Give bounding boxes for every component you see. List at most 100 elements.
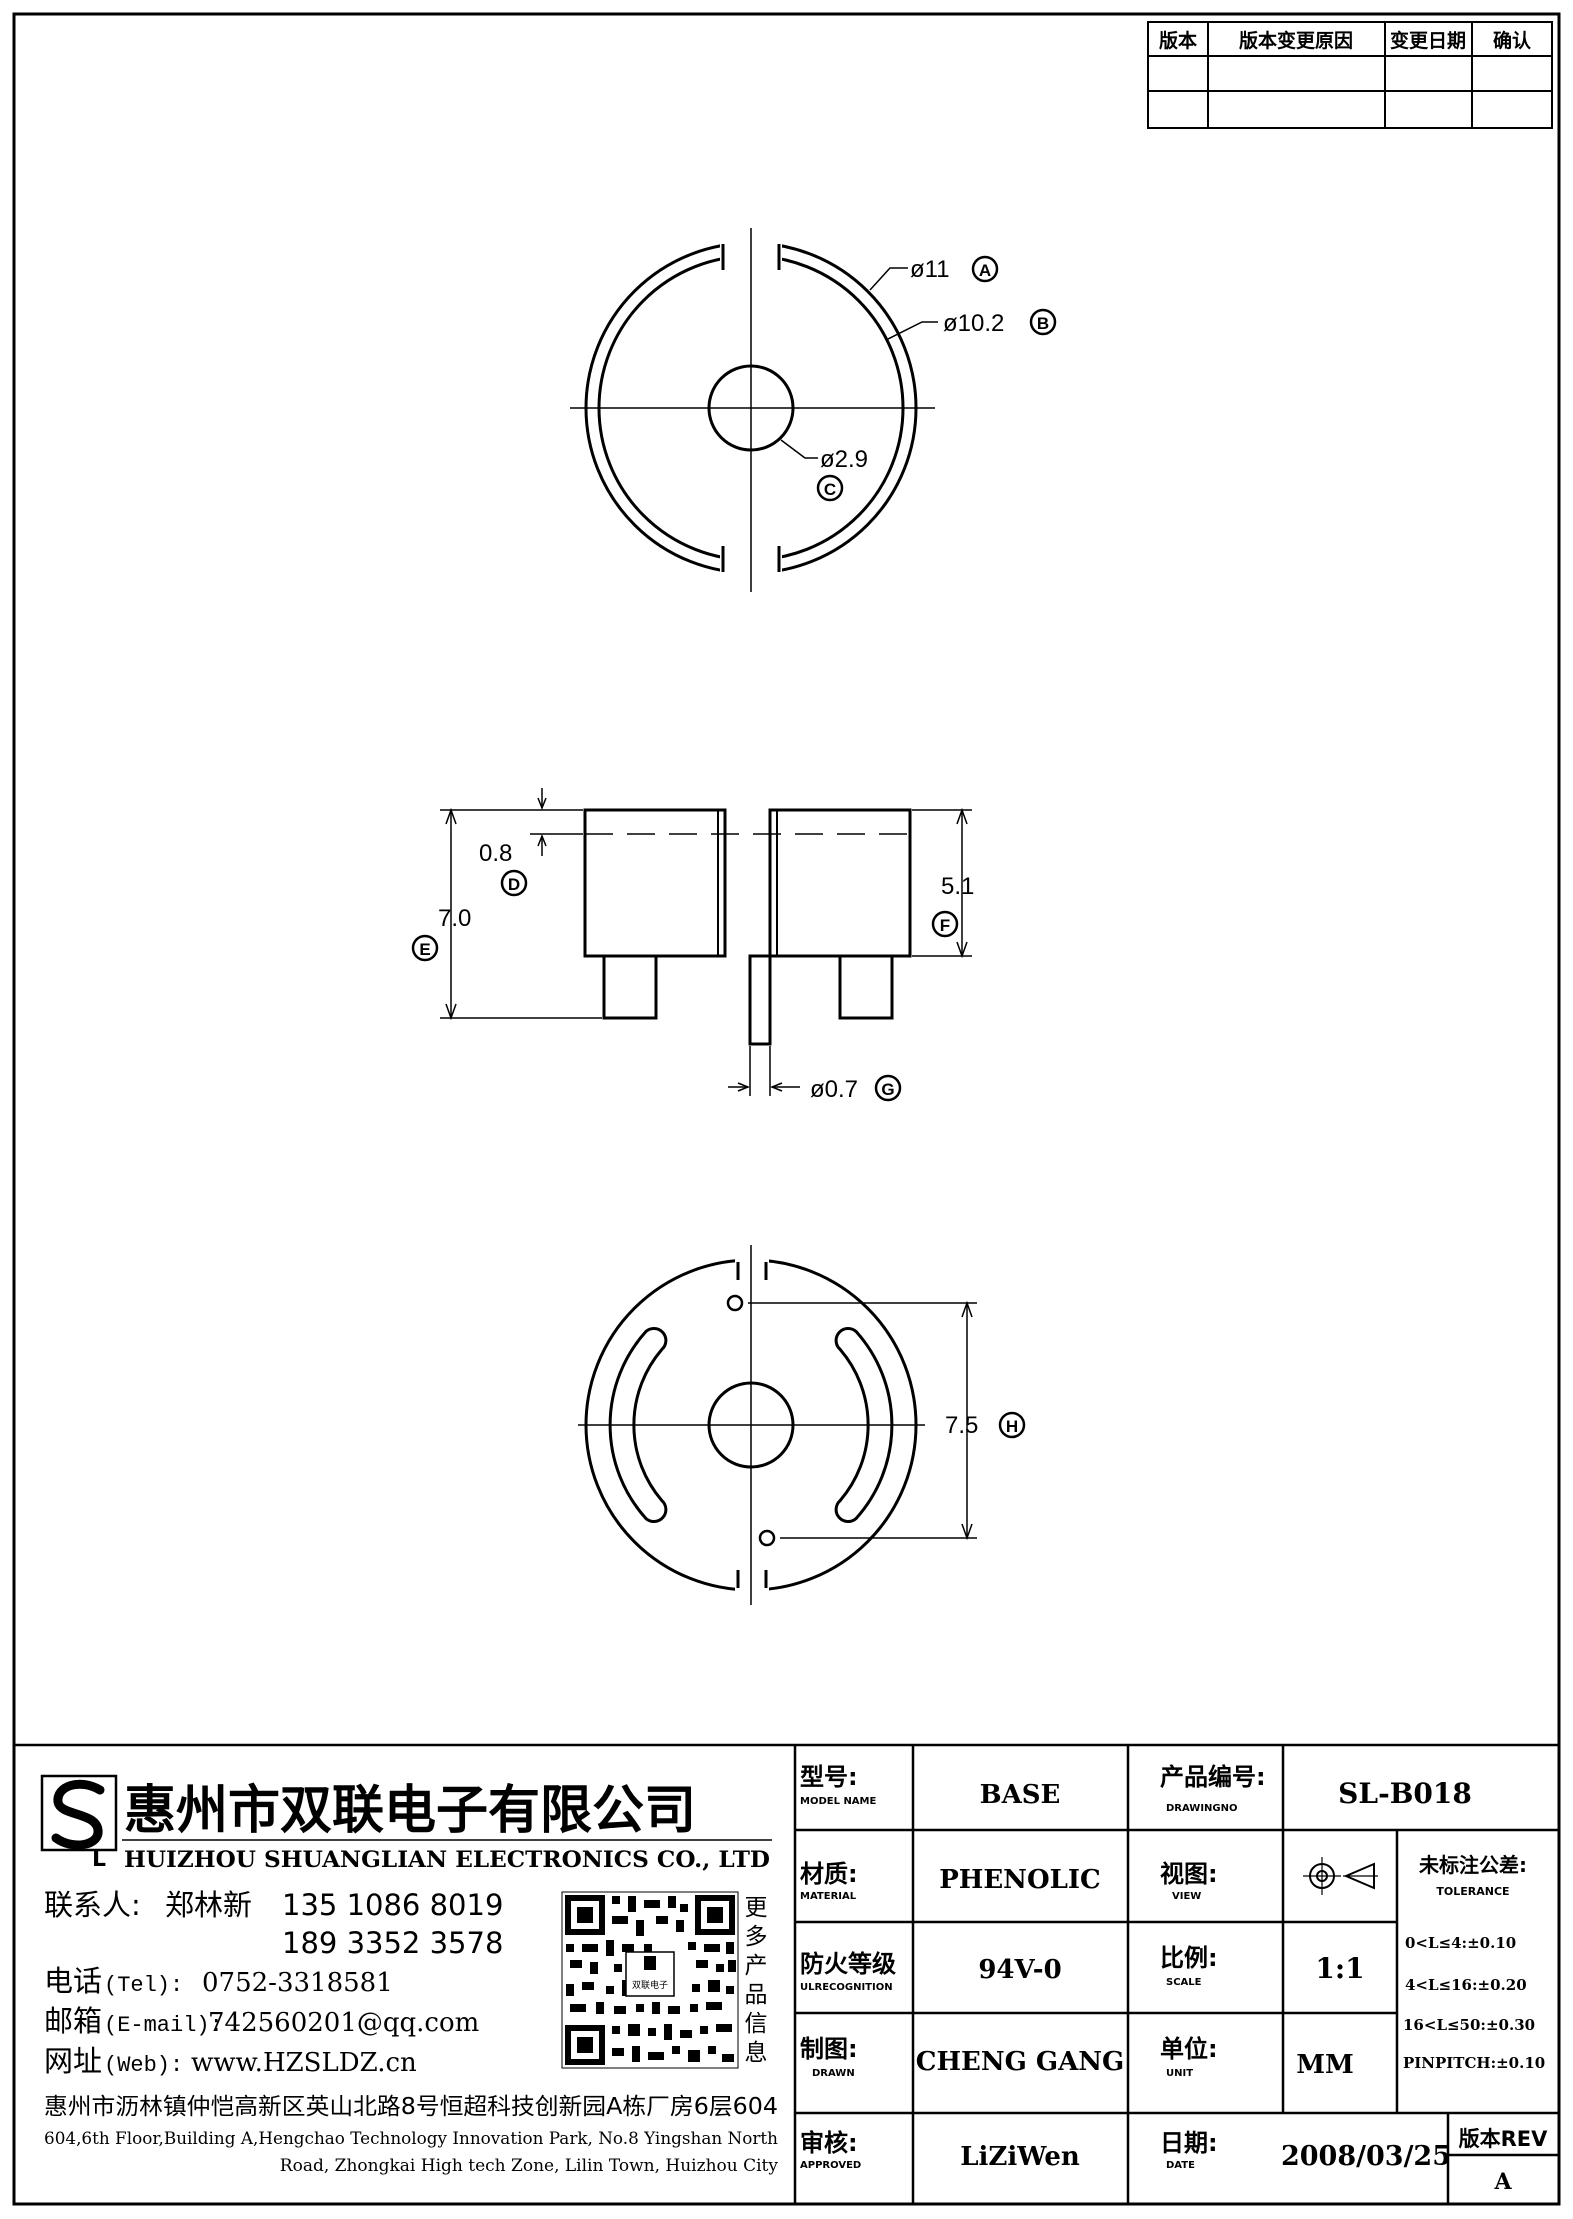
- bottom-view-center-lines: [578, 1245, 925, 1605]
- more-info-char-5: 信: [745, 2011, 768, 2037]
- callout-e-letter: E: [419, 940, 430, 959]
- rev-label: 版本REV: [1459, 2127, 1549, 2151]
- contact-label: 联系人:: [44, 1888, 141, 1922]
- dim-g-label: ø0.7: [810, 1076, 858, 1103]
- address-cn: 惠州市沥林镇仲恺高新区英山北路8号恒超科技创新园A栋厂房6层604: [44, 2094, 778, 2120]
- callout-g-letter: G: [881, 1080, 894, 1099]
- tolerance-range-2: 4<L≤16:±0.20: [1405, 1976, 1527, 1994]
- mail-sub-label: (E-mail):: [104, 2013, 223, 2038]
- tolerance-label: 未标注公差:: [1419, 1853, 1527, 1877]
- qr-code: 双联电子: [561, 1891, 739, 2069]
- tolerance-range-1: 0<L≤4:±0.10: [1405, 1934, 1516, 1952]
- tel-sub-label: (Tel):: [104, 1973, 183, 1998]
- side-foot-left: [602, 954, 658, 1020]
- contact-phone-2: 189 3352 3578: [282, 1926, 503, 1960]
- dim-d-label: 0.8: [479, 840, 512, 867]
- revision-table: [1147, 21, 1553, 129]
- projection-symbol-icon: [1303, 1857, 1378, 1895]
- model-value: BASE: [980, 1780, 1061, 1810]
- web-value: www.HZSLDZ.cn: [191, 2048, 417, 2078]
- callout-d-letter: D: [508, 875, 520, 894]
- more-info-char-1: 更: [745, 1895, 768, 1921]
- dim-e-label: 7.0: [438, 905, 471, 932]
- callout-f-letter: F: [940, 916, 950, 935]
- side-pin: [748, 954, 772, 1046]
- top-view-center-lines: [570, 228, 935, 592]
- company-name-cn: 惠州市双联电子有限公司: [124, 1781, 696, 1841]
- view-label: 视图:: [1160, 1860, 1218, 1888]
- tolerance-pin-pitch: PINPITCH:±0.10: [1403, 2054, 1545, 2072]
- callout-c-badge: C: [816, 474, 844, 502]
- web-sub-label: (Web):: [104, 2053, 183, 2078]
- side-view-dimension-lines: [440, 788, 972, 1096]
- dim-h-label: 7.5: [945, 1412, 978, 1439]
- callout-e-badge: E: [411, 934, 439, 962]
- drawing-no-label: 产品编号:: [1160, 1763, 1266, 1791]
- qr-caption: 双联电子: [632, 1979, 668, 1991]
- top-view-leaders: [780, 267, 938, 459]
- address-en-line-1: 604,6th Floor,Building A,Hengchao Techno…: [44, 2129, 778, 2149]
- logo-monogram-l: L: [92, 1847, 106, 1872]
- callout-c-letter: C: [824, 480, 836, 499]
- rev-value: A: [1493, 2169, 1512, 2195]
- more-info-char-4: 品: [745, 1982, 768, 2008]
- callout-g-badge: G: [874, 1074, 902, 1102]
- fire-rating-sub-label: ULRECOGNITION: [800, 1982, 893, 1993]
- view-sub-label: VIEW: [1172, 1891, 1201, 1902]
- callout-h-letter: H: [1006, 1417, 1018, 1436]
- callout-h-badge: H: [998, 1411, 1026, 1439]
- tel-label: 电话: [44, 1964, 102, 1998]
- tel-value: 0752-3318581: [202, 1968, 393, 1998]
- company-logo: L: [40, 1774, 118, 1872]
- drawn-value: CHENG GANG: [916, 2047, 1124, 2077]
- mail-label: 邮箱: [44, 2004, 102, 2038]
- tolerance-range-3: 16<L≤50:±0.30: [1403, 2016, 1535, 2034]
- drawing-frame: [12, 12, 1561, 2206]
- title-block-frame: [14, 1743, 1559, 2204]
- locating-hole-top: [726, 1294, 744, 1312]
- rev-table-header-version: 版本: [1159, 29, 1197, 52]
- dim-b-label: ø10.2: [943, 310, 1004, 337]
- contact-name: 郑林新: [165, 1888, 252, 1922]
- approved-sub-label: APPROVED: [800, 2160, 861, 2171]
- rev-table-header-confirm: 确认: [1493, 29, 1531, 52]
- right-arc-slot: [834, 1326, 894, 1524]
- tolerance-sub-label: TOLERANCE: [1436, 1885, 1509, 1898]
- side-view: [440, 788, 972, 1096]
- material-label: 材质:: [800, 1860, 858, 1888]
- bottom-view-dimension-lines: [748, 1300, 977, 1541]
- top-view: [570, 228, 938, 592]
- email-value: 742560201@qq.com: [208, 2008, 479, 2038]
- scale-sub-label: SCALE: [1166, 1977, 1202, 1988]
- callout-b-badge: B: [1029, 308, 1057, 336]
- more-info-char-6: 息: [745, 2040, 768, 2066]
- dim-c-label: ø2.9: [820, 446, 868, 473]
- material-value: PHENOLIC: [939, 1865, 1100, 1895]
- web-label: 网址: [44, 2044, 102, 2078]
- unit-value: MM: [1296, 2050, 1354, 2080]
- unit-label: 单位:: [1160, 2035, 1218, 2063]
- company-name-en: HUIZHOU SHUANGLIAN ELECTRONICS CO., LTD: [124, 1847, 770, 1873]
- callout-b-letter: B: [1037, 314, 1049, 333]
- scale-label: 比例:: [1160, 1944, 1218, 1972]
- date-value: 2008/03/25: [1281, 2141, 1451, 2172]
- contact-phone-1: 135 1086 8019: [282, 1888, 503, 1922]
- more-info-char-3: 产: [745, 1953, 768, 1979]
- drawn-label: 制图:: [800, 2035, 858, 2063]
- unit-sub-label: UNIT: [1166, 2068, 1193, 2079]
- rev-table-header-reason: 版本变更原因: [1239, 29, 1353, 52]
- side-body-right: [768, 808, 912, 958]
- side-body-left: [583, 808, 727, 958]
- fire-rating-value: 94V-0: [978, 1955, 1061, 1985]
- material-sub-label: MATERIAL: [800, 1891, 857, 1902]
- callout-a-letter: A: [979, 261, 991, 280]
- approved-value: LiZiWen: [960, 2142, 1080, 2172]
- scale-value: 1:1: [1315, 1952, 1364, 1985]
- callout-d-badge: D: [500, 869, 528, 897]
- drawing-no-value: SL-B018: [1338, 1777, 1472, 1810]
- bottom-view: [578, 1245, 977, 1605]
- drawn-sub-label: DRAWN: [812, 2068, 855, 2079]
- date-sub-label: DATE: [1166, 2160, 1195, 2171]
- drawing-no-sub-label: DRAWINGNO: [1166, 1803, 1238, 1814]
